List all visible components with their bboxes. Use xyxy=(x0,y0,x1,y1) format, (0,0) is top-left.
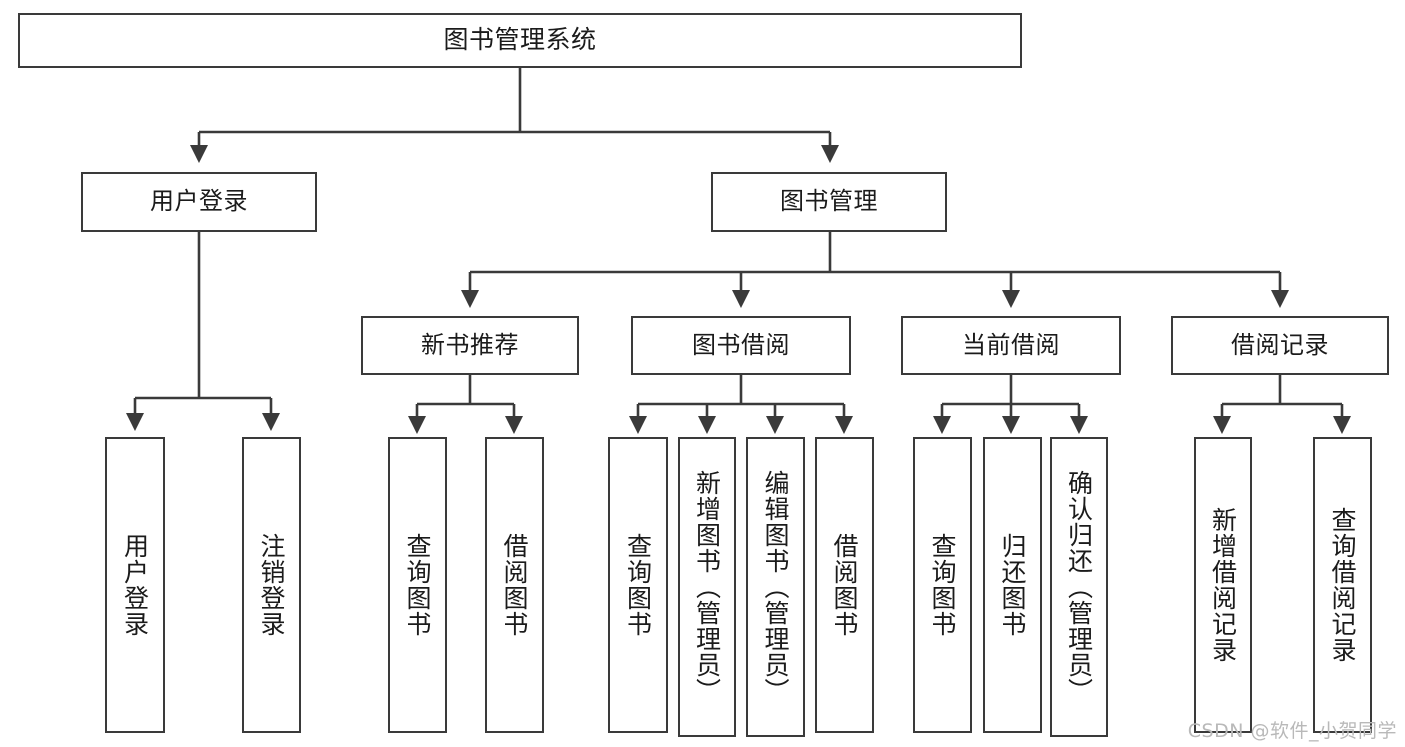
node-label: 用户登录 xyxy=(150,187,248,216)
node-label: 查询图书 xyxy=(623,533,653,637)
node-label: 借阅图书 xyxy=(830,533,859,637)
node-label: 查询图书 xyxy=(403,533,432,637)
node-label: 注销登录 xyxy=(257,533,286,637)
leaf-current-confirm-return-admin[interactable]: 确认归还（管理员） xyxy=(1050,437,1108,737)
leaf-current-query-book[interactable]: 查询图书 xyxy=(913,437,972,733)
node-label: 借阅记录 xyxy=(1231,330,1329,359)
node-label: 图书管理 xyxy=(780,187,878,216)
leaf-records-add-record[interactable]: 新增借阅记录 xyxy=(1194,437,1252,733)
node-label: 编辑图书（管理员） xyxy=(761,470,790,704)
leaf-user-logout[interactable]: 注销登录 xyxy=(242,437,301,733)
leaf-recommend-borrow-book[interactable]: 借阅图书 xyxy=(485,437,544,733)
node-label: 归还图书 xyxy=(998,533,1027,637)
node-current-borrow[interactable]: 当前借阅 xyxy=(901,316,1121,375)
node-root-system[interactable]: 图书管理系统 xyxy=(18,13,1022,68)
leaf-borrow-add-book-admin[interactable]: 新增图书（管理员） xyxy=(678,437,736,737)
node-label: 新增图书（管理员） xyxy=(692,470,722,704)
leaf-user-login[interactable]: 用户登录 xyxy=(105,437,165,733)
node-label: 确认归还（管理员） xyxy=(1064,470,1094,704)
node-book-borrow[interactable]: 图书借阅 xyxy=(631,316,851,375)
node-label: 新书推荐 xyxy=(421,330,519,359)
node-label: 图书借阅 xyxy=(692,330,790,359)
node-user-login[interactable]: 用户登录 xyxy=(81,172,317,232)
node-label: 查询图书 xyxy=(928,533,957,637)
node-label: 图书管理系统 xyxy=(443,25,597,55)
node-new-book-recommend[interactable]: 新书推荐 xyxy=(361,316,579,375)
node-label: 用户登录 xyxy=(120,533,150,637)
node-borrow-records[interactable]: 借阅记录 xyxy=(1171,316,1389,375)
node-label: 借阅图书 xyxy=(500,533,529,637)
leaf-borrow-edit-book-admin[interactable]: 编辑图书（管理员） xyxy=(746,437,805,737)
leaf-current-return-book[interactable]: 归还图书 xyxy=(983,437,1042,733)
leaf-borrow-borrow-book[interactable]: 借阅图书 xyxy=(815,437,874,733)
leaf-borrow-query-book[interactable]: 查询图书 xyxy=(608,437,668,733)
csdn-watermark: CSDN @软件_小贺同学 xyxy=(1187,720,1397,742)
node-label: 当前借阅 xyxy=(962,330,1060,359)
node-label: 新增借阅记录 xyxy=(1208,507,1238,663)
node-book-management[interactable]: 图书管理 xyxy=(711,172,947,232)
leaf-records-query-record[interactable]: 查询借阅记录 xyxy=(1313,437,1372,733)
leaf-recommend-query-book[interactable]: 查询图书 xyxy=(388,437,447,733)
node-label: 查询借阅记录 xyxy=(1328,507,1357,663)
